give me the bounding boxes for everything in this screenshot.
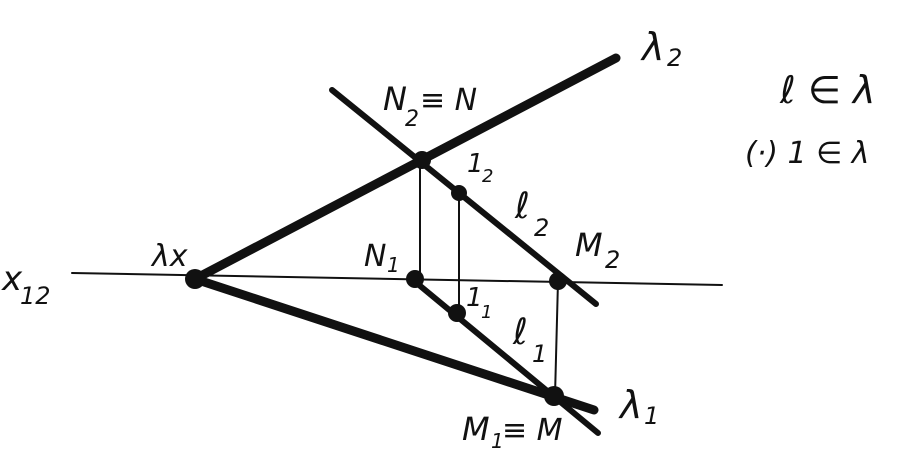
point-1-1 bbox=[448, 304, 466, 322]
note-line-2: (·) 1 ∈ λ bbox=[745, 136, 870, 171]
point-1-2 bbox=[451, 185, 467, 201]
trace-lambda1 bbox=[190, 274, 599, 415]
label-l1: ℓ bbox=[512, 312, 528, 353]
label-1-2-sub: 2 bbox=[482, 166, 493, 187]
label-l1-sub: 1 bbox=[532, 340, 547, 368]
label-n1: N bbox=[364, 239, 386, 274]
label-m2-sub: 2 bbox=[605, 246, 620, 274]
label-n2-sub: 2 bbox=[405, 107, 419, 132]
connector-m bbox=[554, 280, 559, 397]
label-n1-sub: 1 bbox=[387, 253, 400, 277]
label-1-2: 1 bbox=[467, 149, 484, 179]
label-m1-eq: ≡ M bbox=[502, 413, 563, 448]
point-m1 bbox=[544, 386, 564, 406]
label-1-1: 1 bbox=[466, 283, 483, 313]
label-n2-eq: ≡ N bbox=[420, 83, 477, 118]
point-m2 bbox=[549, 272, 567, 290]
point-n1 bbox=[406, 270, 424, 288]
point-lambda-x bbox=[185, 269, 205, 289]
label-lambda-x: λx bbox=[150, 239, 188, 274]
label-lambda1: λ bbox=[618, 383, 643, 427]
label-l2: ℓ bbox=[514, 186, 530, 227]
label-1-1-sub: 1 bbox=[481, 302, 492, 323]
note-line-1: ℓ ∈ λ bbox=[779, 68, 875, 112]
axis-x12 bbox=[71, 272, 723, 286]
label-lambda2-sub: 2 bbox=[667, 44, 682, 72]
label-m1: M bbox=[462, 410, 490, 448]
label-n2: N bbox=[383, 80, 407, 118]
label-x12-sub: 12 bbox=[20, 282, 51, 310]
label-m1-sub: 1 bbox=[491, 429, 504, 453]
label-lambda1-sub: 1 bbox=[644, 402, 659, 430]
label-x12: x bbox=[1, 259, 23, 299]
line-l1 bbox=[410, 277, 601, 436]
label-m2: M bbox=[575, 226, 603, 264]
label-l2-sub: 2 bbox=[534, 214, 549, 242]
point-n2 bbox=[413, 151, 431, 169]
trace-lambda2 bbox=[190, 53, 621, 284]
label-lambda2: λ bbox=[640, 25, 665, 69]
